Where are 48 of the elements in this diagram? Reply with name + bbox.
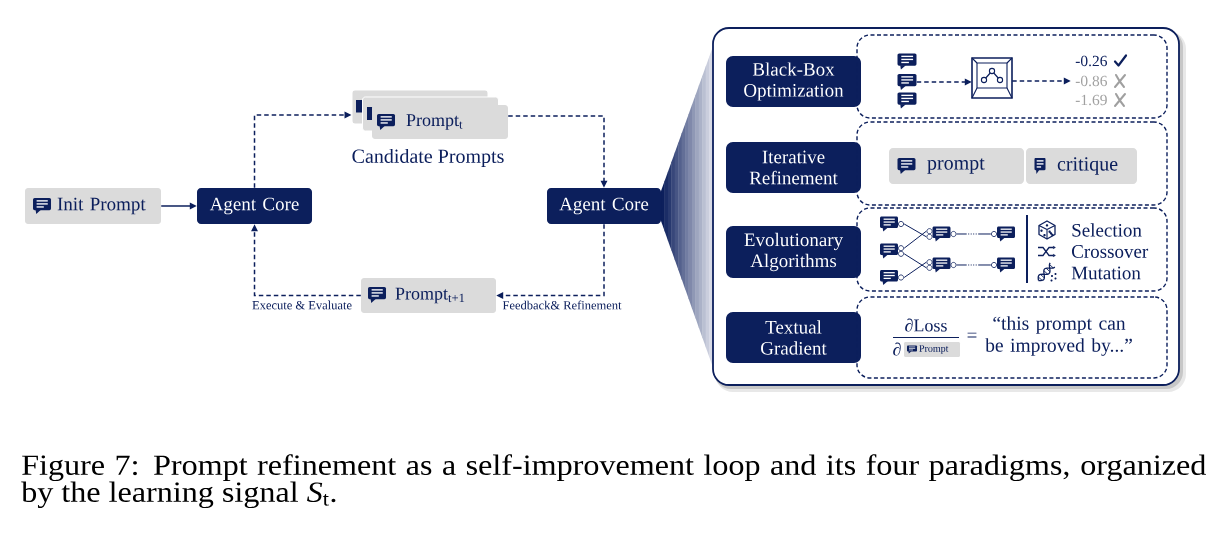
partial-symbol: ∂ (893, 342, 901, 356)
message-icon (897, 92, 917, 109)
prompt-box: prompt (889, 148, 1024, 184)
node-label: prompt (927, 158, 985, 174)
message-icon (926, 226, 957, 242)
figure-caption: Figure 7: Prompt refinement as a self-improvement loop and its four paradigms, organized by the learning signal S$_{t}$. (21, 454, 1206, 509)
prompt-box: Prompt$_{t+1}$ (361, 278, 496, 313)
connector-line (903, 223, 927, 238)
operator-label: Selection (1072, 223, 1142, 237)
operator-label: Crossover (1072, 245, 1149, 258)
message-icon (880, 243, 904, 259)
message-icon (926, 257, 957, 273)
critique-box: critique (1026, 148, 1137, 184)
edge-label: Feedback& Refinement (501, 299, 623, 311)
message-icon (880, 270, 904, 285)
prompt-box: Init Prompt (25, 188, 161, 224)
equals-sign: = (967, 332, 977, 338)
paradigm-label: Iterative Refinement (726, 142, 861, 193)
connector-line (903, 230, 927, 249)
paradigm-label: Evolutionary Algorithms (726, 226, 861, 278)
message-icon (991, 226, 1015, 242)
score-value: -1.69 (1075, 94, 1107, 106)
dashed-frame (856, 121, 1168, 206)
group-caption: Candidate Prompts (352, 148, 504, 168)
node-label: Agent Core (559, 197, 649, 215)
prompt-chip: Prompt (904, 342, 960, 357)
connector-line (903, 253, 927, 269)
score-value: -0.86 (1075, 75, 1108, 87)
message-icon (897, 53, 917, 70)
dashed-frame (856, 34, 1168, 119)
chart-box-icon (971, 57, 1013, 99)
connector-line (956, 264, 992, 266)
message-icon (897, 74, 917, 90)
operator-label: Mutation (1071, 266, 1141, 280)
node-label: Prompt$_{t}$ (406, 114, 463, 130)
score-value: -0.26 (1075, 55, 1108, 67)
quote-text: “this prompt can be improved by...” (985, 316, 1132, 356)
message-icon (991, 257, 1015, 273)
paradigm-label: Black-Box Optimization (726, 56, 861, 107)
edge-label: Execute & Evaluate (251, 299, 353, 311)
paradigm-label: Textual Gradient (726, 312, 861, 363)
formula-numerator: ∂Loss (905, 318, 947, 332)
process-box: Agent Core (197, 188, 312, 224)
connector-line (903, 261, 927, 278)
connector-line (956, 233, 992, 235)
node-label: critique (1057, 157, 1118, 175)
prompt-box: Prompt$_{t}$ (372, 105, 508, 139)
message-icon (880, 216, 904, 232)
